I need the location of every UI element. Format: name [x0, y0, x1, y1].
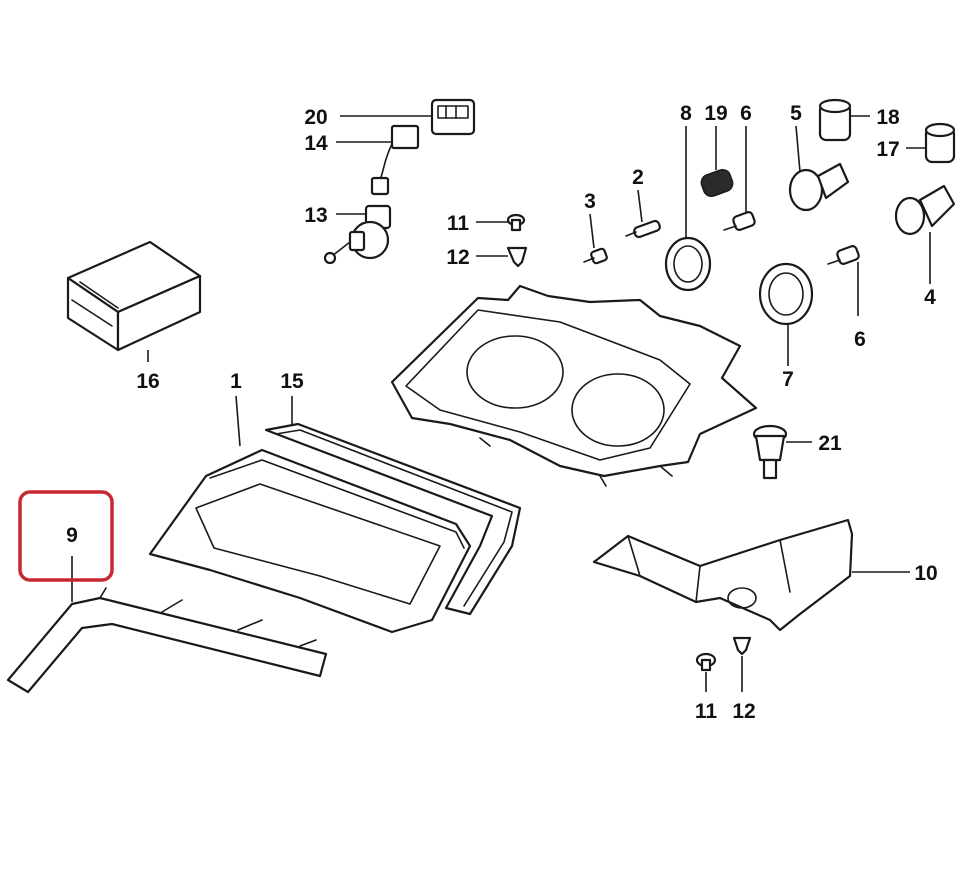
part-10-bracket	[592, 518, 854, 632]
part-1-lens	[148, 448, 472, 634]
callout-12b: 12	[732, 700, 755, 723]
callout-7: 7	[782, 368, 794, 391]
callout-2: 2	[632, 166, 644, 189]
headlight-housing-assembly	[390, 284, 758, 487]
callout-11a: 11	[447, 212, 470, 235]
callout-12a: 12	[446, 246, 469, 269]
part-21-clip	[752, 424, 788, 480]
callout-14: 14	[304, 132, 328, 155]
callout-11b: 11	[695, 700, 718, 723]
part-17-connector-cap	[924, 122, 956, 164]
callout-21: 21	[818, 432, 842, 455]
part-4-lamp-socket	[894, 184, 956, 236]
callout-18: 18	[876, 106, 900, 129]
callout-6b: 6	[854, 328, 866, 351]
callout-9: 9	[66, 524, 78, 547]
part-16-box	[66, 240, 202, 352]
callout-13: 13	[304, 204, 327, 227]
part-14-wire-plug	[370, 124, 420, 196]
callout-15: 15	[280, 370, 304, 393]
part-20-connector	[430, 98, 476, 136]
part-6-wedge-bulb-top	[723, 211, 756, 231]
part-13-bulb-socket	[323, 204, 392, 265]
part-15-gasket	[264, 422, 522, 616]
part-6-wedge-bulb-bottom	[827, 245, 860, 265]
callout-5: 5	[790, 102, 802, 125]
callout-1: 1	[230, 370, 242, 393]
highlight-box-part-9	[18, 490, 114, 582]
part-12-clip-bottom	[732, 636, 752, 656]
part-19-capsule-bulb	[700, 168, 734, 198]
part-12-clip-top	[506, 246, 528, 268]
part-7-socket-ring	[758, 262, 814, 326]
part-5-lamp-socket	[788, 162, 850, 212]
callout-3: 3	[584, 190, 596, 213]
callout-20: 20	[304, 106, 327, 129]
leader-5	[795, 125, 801, 173]
part-11-screw-top	[506, 213, 526, 232]
part-8-socket-ring	[664, 236, 712, 292]
part-2-bulb	[625, 219, 661, 239]
leader-1	[235, 395, 241, 447]
leader-2	[637, 189, 643, 223]
part-11-screw-bottom	[695, 652, 717, 672]
callout-4: 4	[924, 286, 936, 309]
callout-8: 8	[680, 102, 692, 125]
leader-3	[589, 213, 595, 249]
part-18-connector-cap	[818, 98, 852, 142]
callout-16: 16	[136, 370, 159, 393]
part-9-trim-strip	[6, 587, 328, 694]
part-3-small-bulb	[583, 247, 608, 265]
callout-6a: 6	[740, 102, 752, 125]
callout-17: 17	[876, 138, 899, 161]
callout-10: 10	[914, 562, 937, 585]
callout-19: 19	[704, 102, 727, 125]
